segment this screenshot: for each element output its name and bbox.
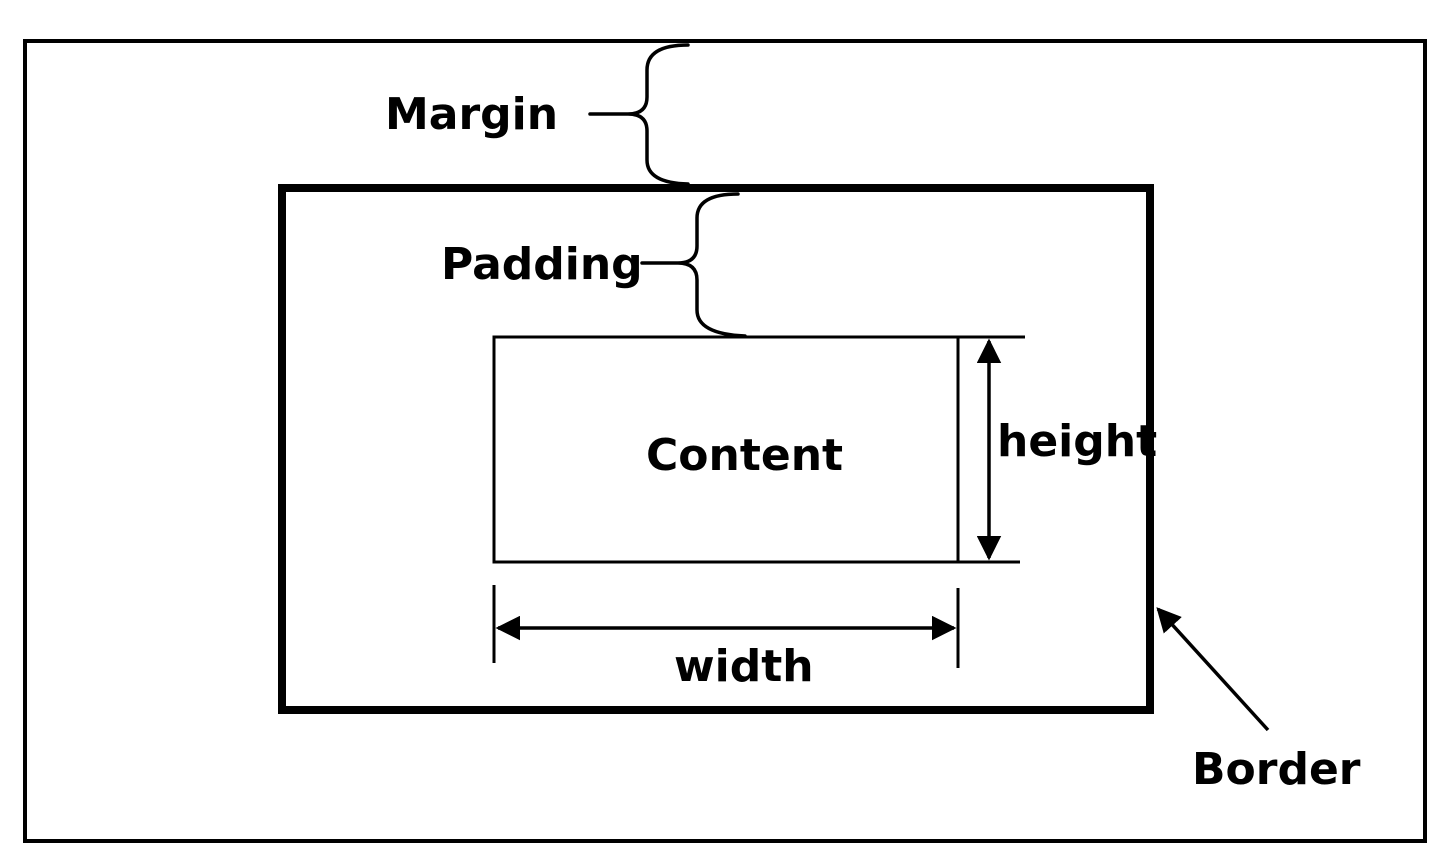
height-label: height	[997, 416, 1157, 467]
content-box	[492, 335, 960, 564]
width-label: width	[674, 641, 814, 692]
border-label: Border	[1192, 744, 1361, 795]
border-box	[278, 184, 1154, 714]
content-label: Content	[646, 430, 843, 481]
margin-box	[23, 39, 1427, 843]
margin-brace	[588, 43, 690, 186]
margin-label: Margin	[385, 89, 558, 140]
padding-label: Padding	[441, 239, 643, 290]
padding-brace	[640, 192, 747, 338]
border-pointer-arrow	[1156, 607, 1270, 732]
